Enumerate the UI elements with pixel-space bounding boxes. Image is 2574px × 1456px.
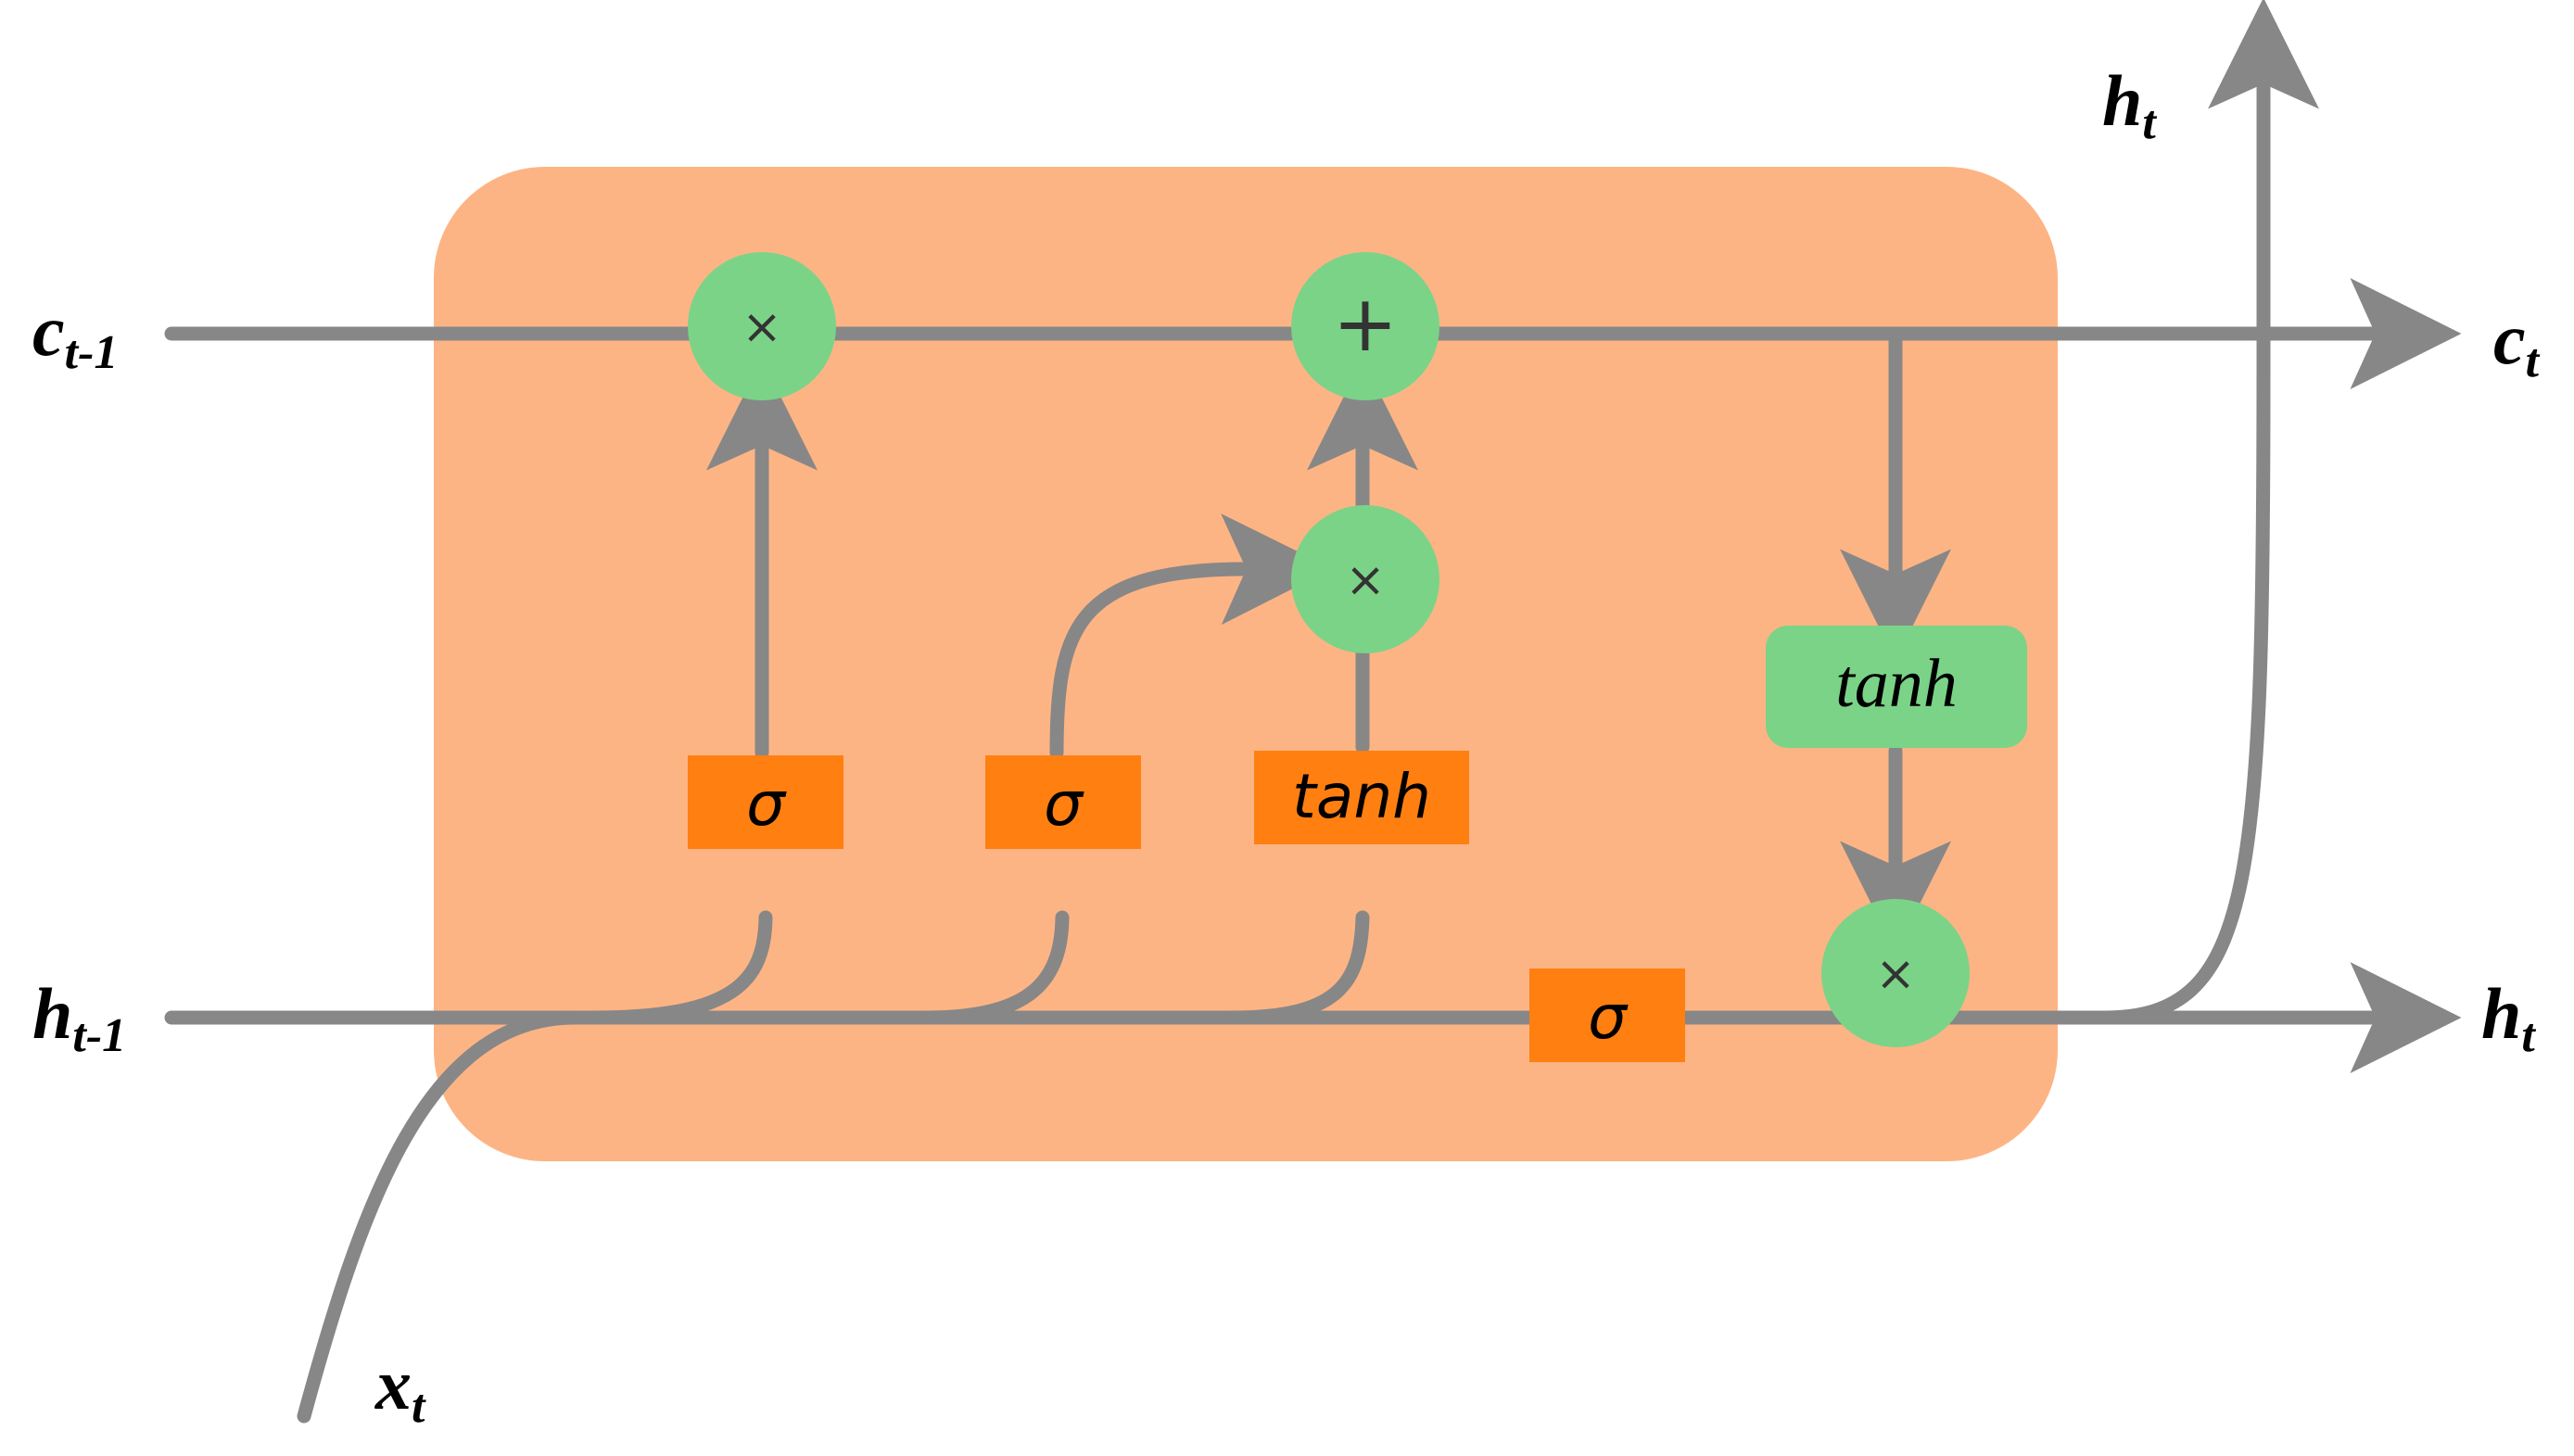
forget-multiply-symbol: ×	[742, 299, 782, 355]
forget-sigma-label: σ	[746, 768, 787, 840]
label-h-top: ht	[2102, 60, 2157, 149]
output-multiply-node	[1821, 899, 1970, 1047]
candidate-branch	[1225, 910, 1370, 1025]
input-sigma-label: σ	[1044, 768, 1084, 840]
cell-tanh-box	[1766, 626, 2027, 748]
label-c-next: ct	[2493, 298, 2541, 387]
h-up-curve	[1958, 0, 2319, 1025]
cell-add-node	[1291, 252, 1439, 400]
output-sigma-gate	[1529, 969, 1685, 1062]
input-to-multiply	[1049, 513, 1333, 760]
input-multiply-symbol: ×	[1345, 552, 1386, 608]
output-multiply-symbol: ×	[1875, 946, 1916, 1002]
cell-tanh-label: tanh	[1835, 646, 1958, 722]
label-c-prev: ct-1	[32, 290, 118, 379]
candidate-tanh-gate	[1254, 751, 1469, 844]
input-x-curve	[297, 1010, 582, 1424]
cell-add-symbol: +	[1333, 278, 1398, 369]
label-h-prev: ht-1	[32, 973, 126, 1062]
forget-branch	[586, 910, 773, 1025]
forget-sigma-gate	[688, 755, 843, 849]
input-branch	[919, 910, 1070, 1025]
forget-multiply-node	[688, 252, 836, 400]
input-sigma-gate	[985, 755, 1141, 849]
output-sigma-label: σ	[1588, 981, 1629, 1053]
candidate-tanh-label: tanh	[1292, 761, 1431, 832]
label-h-next: ht	[2481, 973, 2536, 1062]
cell-body	[434, 167, 2058, 1161]
input-multiply-node	[1291, 505, 1439, 653]
label-x-in: xt	[374, 1344, 426, 1433]
